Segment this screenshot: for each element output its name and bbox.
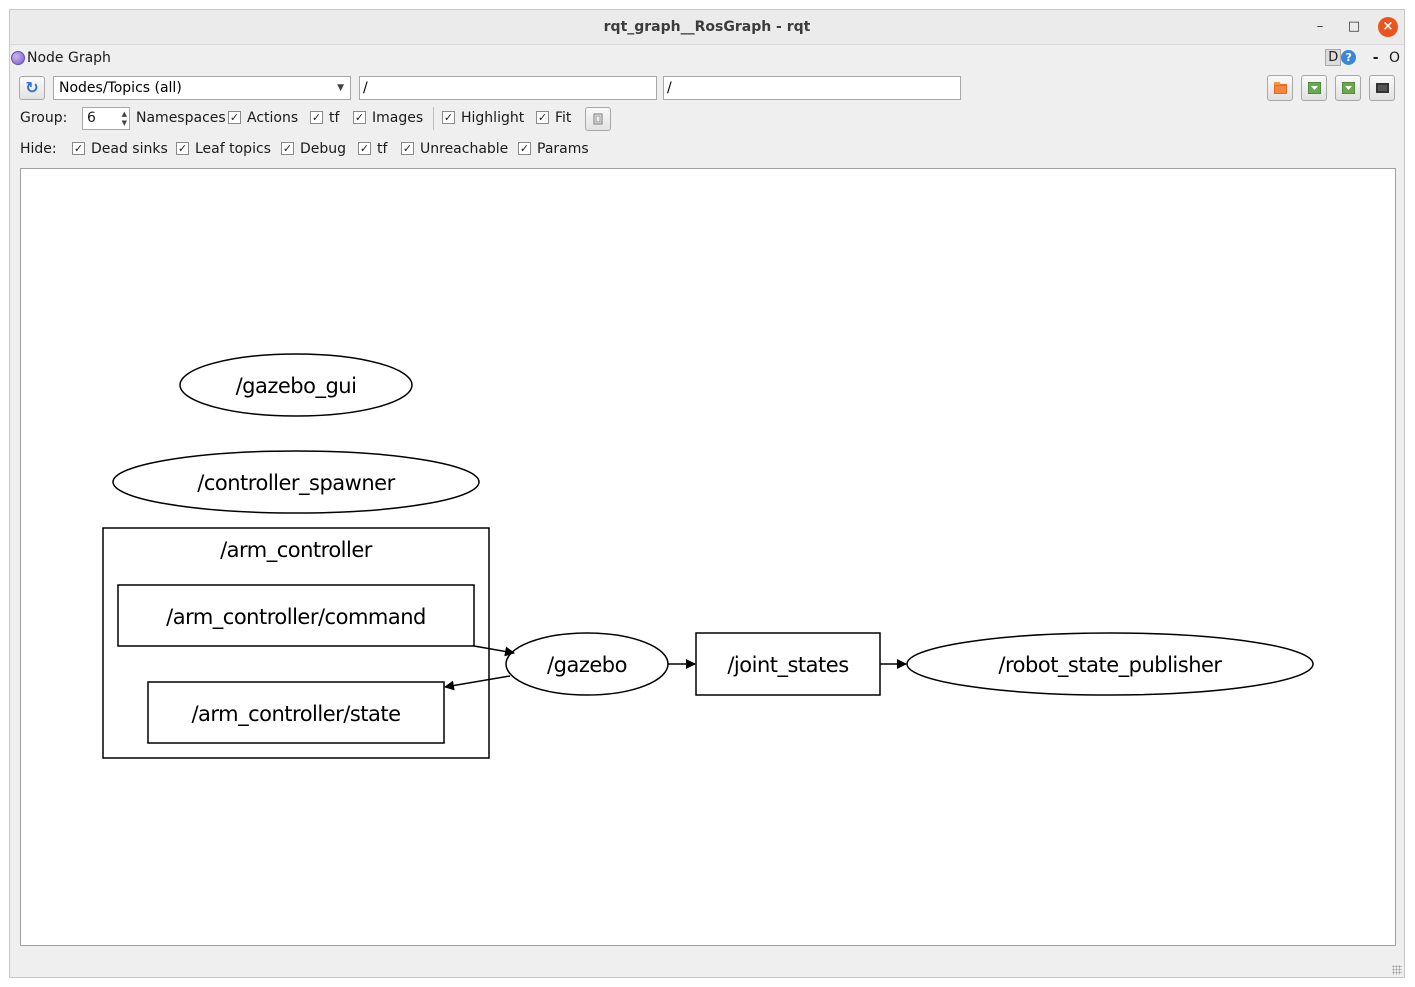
separator (433, 107, 434, 130)
node-controller-spawner[interactable]: /controller_spawner (112, 450, 480, 514)
namespace-cluster-arm-controller: /arm_controller (102, 527, 490, 759)
plugin-header: Node Graph D? - O (10, 48, 1404, 70)
rqt-window: rqt_graph__RosGraph - rqt – □ × Node Gra… (9, 9, 1405, 978)
fit-in-view-button[interactable] (585, 107, 611, 131)
actions-label: Actions (247, 110, 299, 126)
unreachable-checkbox[interactable]: ✓ (401, 142, 414, 155)
node-label: /robot_state_publisher (998, 653, 1222, 678)
save-svg-icon (1342, 82, 1355, 94)
node-gazebo[interactable]: /gazebo (505, 632, 669, 696)
chevron-down-icon: ▼ (337, 83, 344, 93)
node-robot-state-publisher[interactable]: /robot_state_publisher (906, 632, 1314, 696)
hide-row: Hide: ✓ Dead sinks ✓ Leaf topics ✓ Debug… (20, 138, 1404, 162)
leaf-topics-checkbox[interactable]: ✓ (176, 142, 189, 155)
maximize-button[interactable]: □ (1347, 19, 1361, 34)
images-checkbox[interactable]: ✓ (353, 111, 366, 124)
fit-checkbox[interactable]: ✓ (536, 111, 549, 124)
group-value: 6 (87, 110, 96, 126)
minimize-button[interactable]: – (1316, 19, 1324, 34)
highlight-label: Highlight (461, 110, 525, 126)
spin-up-icon[interactable]: ▲ (121, 110, 127, 118)
node-label: /gazebo (547, 653, 627, 677)
topic-arm-controller-command[interactable]: /arm_controller/command (117, 584, 475, 647)
debug-checkbox[interactable]: ✓ (281, 142, 294, 155)
spin-down-icon[interactable]: ▼ (121, 119, 127, 127)
close-plugin-button[interactable]: O (1388, 49, 1400, 66)
help-icon[interactable]: ? (1341, 50, 1357, 65)
window-title: rqt_graph__RosGraph - rqt (603, 19, 811, 35)
group-label: Group: (20, 110, 68, 126)
highlight-checkbox[interactable]: ✓ (442, 111, 455, 124)
fit-view-icon (593, 113, 603, 125)
hide-tf-label: tf (377, 141, 388, 157)
hide-label: Hide: (20, 141, 57, 157)
rqt-graph-icon (11, 51, 25, 65)
actions-checkbox[interactable]: ✓ (228, 111, 241, 124)
view-mode-value: Nodes/Topics (all) (59, 80, 182, 96)
hide-tf-checkbox[interactable]: ✓ (358, 142, 371, 155)
dead-sinks-label: Dead sinks (91, 141, 168, 157)
view-mode-select[interactable]: Nodes/Topics (all) ▼ (53, 76, 351, 100)
title-bar[interactable]: rqt_graph__RosGraph - rqt – □ × (10, 10, 1404, 45)
graph-canvas[interactable]: /gazebo_gui /controller_spawner /arm_con… (20, 168, 1396, 946)
group-spinbox[interactable]: 6 ▲ ▼ (82, 107, 130, 130)
fit-label: Fit (555, 110, 572, 126)
graph-svg: /gazebo_gui /controller_spawner /arm_con… (102, 353, 1314, 759)
dead-sinks-checkbox[interactable]: ✓ (72, 142, 85, 155)
refresh-icon[interactable]: ↻ (19, 76, 45, 100)
unreachable-label: Unreachable (420, 141, 509, 157)
hide-plugin-button[interactable]: - (1372, 49, 1379, 66)
save-dot-icon (1308, 82, 1321, 94)
params-checkbox[interactable]: ✓ (518, 142, 531, 155)
images-label: Images (372, 110, 424, 126)
edge-gazebo-to-state (444, 675, 511, 691)
node-label: /gazebo_gui (236, 374, 357, 399)
topic-joint-states[interactable]: /joint_states (695, 632, 881, 696)
plugin-title: Node Graph (27, 50, 111, 66)
image-icon (1376, 83, 1389, 93)
topic-filter-input[interactable]: / (663, 76, 961, 100)
edge-command-to-gazebo (473, 645, 515, 657)
filter-toolbar: ↻ Nodes/Topics (all) ▼ / / (19, 75, 1404, 101)
node-gazebo-gui[interactable]: /gazebo_gui (179, 353, 413, 417)
resize-grip-icon[interactable] (1392, 965, 1402, 975)
load-dot-button[interactable] (1267, 75, 1293, 101)
node-filter-input[interactable]: / (359, 76, 657, 100)
node-label: /controller_spawner (197, 471, 395, 496)
topic-arm-controller-state[interactable]: /arm_controller/state (147, 681, 445, 744)
topic-label: /joint_states (727, 653, 848, 678)
tf-checkbox[interactable]: ✓ (310, 111, 323, 124)
save-svg-button[interactable] (1335, 75, 1361, 101)
options-row: Group: 6 ▲ ▼ Namespaces ✓ Actions ✓ tf ✓… (20, 107, 1404, 131)
save-dot-button[interactable] (1301, 75, 1327, 101)
namespaces-label: Namespaces (136, 110, 226, 126)
save-image-button[interactable] (1369, 75, 1395, 101)
dock-button[interactable]: D (1325, 49, 1342, 66)
folder-icon (1274, 82, 1287, 94)
leaf-topics-label: Leaf topics (195, 141, 271, 157)
tf-label: tf (329, 110, 340, 126)
debug-label: Debug (300, 141, 347, 157)
topic-label: /arm_controller/state (191, 702, 400, 727)
topic-label: /arm_controller/command (166, 605, 426, 630)
plugin-controls: D? - O (1325, 49, 1400, 66)
params-label: Params (537, 141, 589, 157)
close-button[interactable]: × (1378, 17, 1398, 37)
status-bar (10, 947, 1404, 977)
cluster-label: /arm_controller (220, 538, 373, 563)
